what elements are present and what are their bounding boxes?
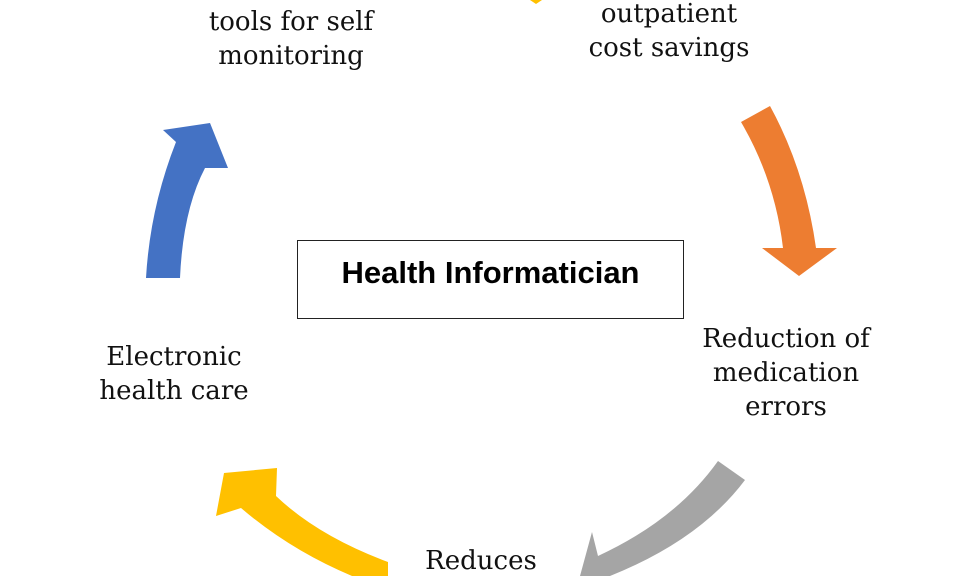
label-self-monitoring: tools for self monitoring bbox=[186, 5, 396, 73]
label-medication-errors: Reduction of medication errors bbox=[686, 322, 886, 424]
label-line: Electronic bbox=[106, 342, 242, 372]
label-cost-savings: outpatient cost savings bbox=[568, 0, 770, 65]
label-line: monitoring bbox=[218, 41, 364, 71]
label-line: Reduction of bbox=[702, 324, 870, 354]
label-line: health care bbox=[99, 376, 249, 406]
arrow-gray bbox=[580, 461, 745, 576]
arrow-orange bbox=[741, 106, 837, 276]
label-reduces: Reduces bbox=[406, 544, 556, 578]
arrow-blue bbox=[146, 123, 228, 278]
label-line: Reduces bbox=[425, 546, 537, 576]
arrow-yellow bbox=[216, 468, 388, 576]
arrow-top-partial bbox=[530, 0, 542, 4]
label-line: errors bbox=[745, 392, 827, 422]
label-line: outpatient bbox=[600, 0, 738, 29]
label-line: tools for self bbox=[208, 7, 374, 37]
label-line: medication bbox=[712, 358, 860, 388]
center-box: Health Informatician bbox=[297, 240, 684, 319]
label-line: cost savings bbox=[588, 33, 750, 63]
center-title: Health Informatician bbox=[341, 254, 640, 290]
label-electronic-health-care: Electronic health care bbox=[84, 340, 264, 408]
